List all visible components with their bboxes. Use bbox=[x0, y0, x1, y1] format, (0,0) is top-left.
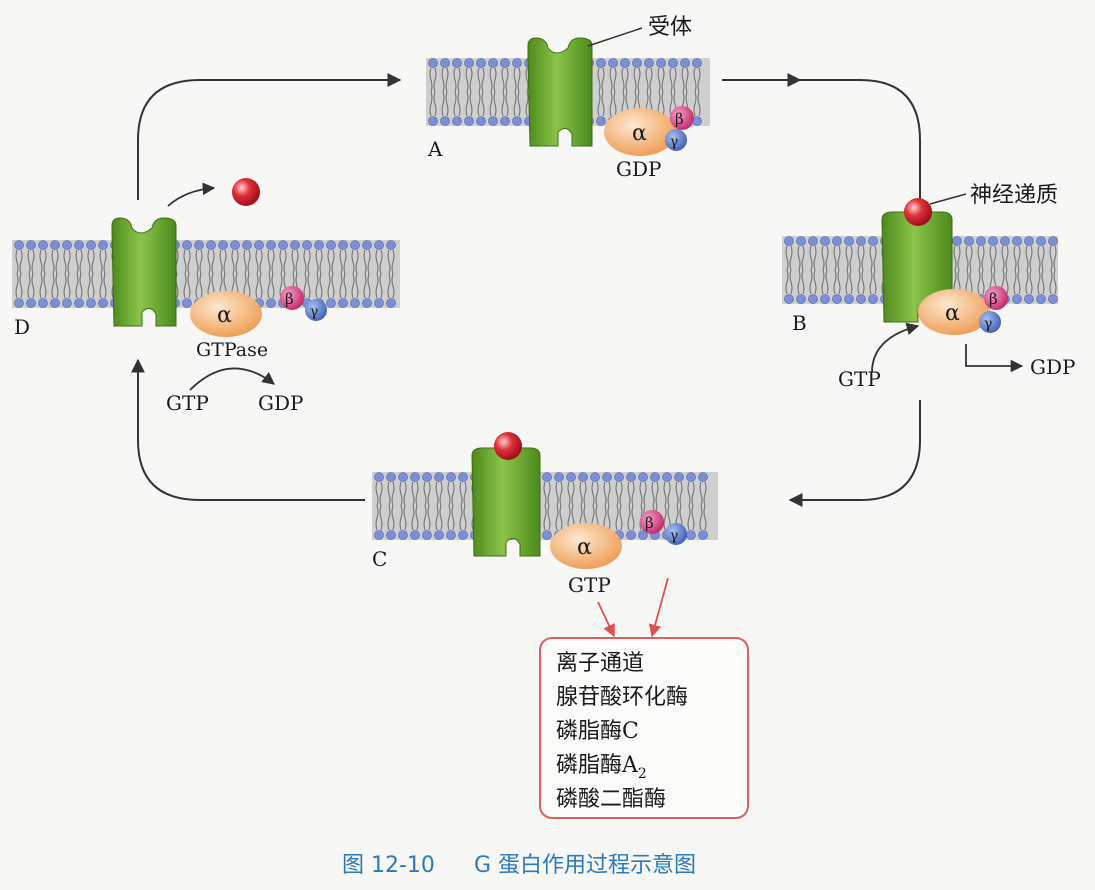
effector-item: 磷酸二酯酶 bbox=[556, 787, 666, 812]
gtp-label-d: GTP bbox=[166, 391, 209, 415]
receptor-label: 受体 bbox=[648, 15, 692, 40]
gamma-subunit-b bbox=[979, 311, 1001, 333]
neurotransmitter-label: 神经递质 bbox=[970, 183, 1058, 208]
panel-a-label: A bbox=[427, 137, 443, 161]
figure-number: 图 12-10 bbox=[342, 853, 435, 878]
svg-text:α: α bbox=[577, 535, 592, 560]
gdp-label-b: GDP bbox=[1030, 355, 1075, 379]
panel-c-label: C bbox=[372, 547, 387, 571]
svg-text:β: β bbox=[645, 514, 654, 532]
panel-a: 受体 α β γ GDP A bbox=[426, 15, 710, 181]
panel-d: α β γ GTPase D GTP GDP bbox=[12, 178, 400, 415]
gtpase-label: GTPase bbox=[196, 339, 268, 361]
effector-item: 离子通道 bbox=[556, 651, 644, 676]
alpha-subunit-c bbox=[550, 523, 622, 569]
beta-subunit-d bbox=[280, 286, 304, 310]
svg-text:α: α bbox=[217, 303, 232, 328]
receptor-a bbox=[527, 37, 593, 147]
svg-text:β: β bbox=[989, 290, 998, 308]
receptor-d bbox=[111, 217, 177, 327]
gdp-label-d: GDP bbox=[258, 391, 303, 415]
beta-subunit-a bbox=[670, 106, 694, 130]
alpha-subunit-a bbox=[604, 108, 676, 156]
panel-b-label: B bbox=[792, 311, 807, 335]
svg-text:β: β bbox=[285, 290, 294, 308]
figure-title: G 蛋白作用过程示意图 bbox=[474, 853, 696, 878]
gamma-subunit-c bbox=[665, 523, 687, 545]
beta-subunit-c bbox=[640, 510, 664, 534]
arrow-c-to-d bbox=[131, 358, 365, 501]
beta-subunit-b bbox=[984, 286, 1008, 310]
svg-text:γ: γ bbox=[670, 528, 678, 544]
gtp-label-c: GTP bbox=[568, 573, 611, 597]
gamma-subunit-a bbox=[665, 129, 687, 151]
figure-caption: 图 12-10 G 蛋白作用过程示意图 bbox=[342, 853, 696, 878]
neurotransmitter-b bbox=[904, 198, 932, 226]
panel-d-label: D bbox=[14, 315, 30, 339]
svg-text:α: α bbox=[945, 301, 960, 326]
released-neurotransmitter bbox=[232, 178, 260, 206]
effector-item: 磷脂酶C bbox=[556, 719, 639, 744]
alpha-subunit-d bbox=[190, 291, 262, 337]
arrow-a-to-b bbox=[722, 79, 921, 200]
svg-text:α: α bbox=[632, 121, 647, 146]
arrow-d-to-a bbox=[137, 73, 402, 200]
svg-text:γ: γ bbox=[670, 134, 678, 150]
arrow-b-to-c bbox=[788, 400, 921, 507]
effector-item: 腺苷酸环化酶 bbox=[556, 685, 688, 710]
alpha-subunit-b bbox=[918, 289, 990, 335]
gamma-subunit-d bbox=[305, 299, 327, 321]
effector-item: 磷脂酶A2 bbox=[556, 753, 647, 782]
svg-text:β: β bbox=[675, 110, 684, 128]
receptor-c bbox=[471, 447, 541, 557]
effector-box: 离子通道 腺苷酸环化酶 磷脂酶C 磷脂酶A2 磷酸二酯酶 bbox=[539, 637, 749, 819]
svg-text:γ: γ bbox=[310, 304, 318, 320]
panel-b: 神经递质 α β γ B GTP GDP bbox=[782, 183, 1075, 391]
panel-c: α β γ GTP C bbox=[372, 432, 718, 638]
gtp-label-b: GTP bbox=[838, 367, 881, 391]
neurotransmitter-c bbox=[494, 432, 522, 460]
gdp-label-a: GDP bbox=[616, 157, 661, 181]
svg-text:γ: γ bbox=[984, 316, 992, 332]
